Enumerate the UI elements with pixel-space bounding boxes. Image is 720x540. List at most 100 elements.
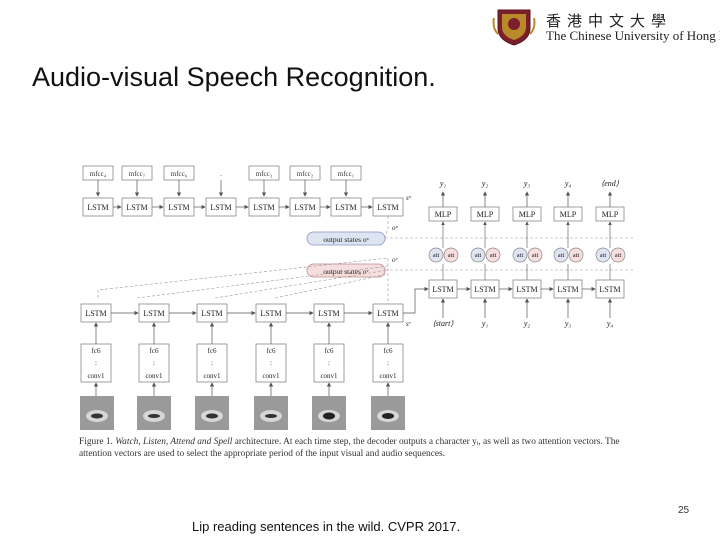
mlp-label: MLP xyxy=(519,210,536,219)
mlp-label: MLP xyxy=(560,210,577,219)
state-sv-label: sᵛ xyxy=(406,320,412,328)
oa-label: oᵃ xyxy=(392,224,399,232)
mfcc-label: mfcc₂ xyxy=(297,170,314,178)
mfcc-label: mfcc₆ xyxy=(171,170,188,178)
decoder-mlp-row: MLP MLP MLP MLP MLP xyxy=(428,191,625,222)
mfcc-label: mfcc₁ xyxy=(338,170,354,178)
mfcc-box: mfcc₄ xyxy=(82,165,114,181)
lstm-label: LSTM xyxy=(253,203,274,212)
mfcc-box: mfcc₆ xyxy=(163,165,195,181)
mfcc-label: mfcc₇ xyxy=(129,170,146,178)
mfcc-label: mfcc₄ xyxy=(90,170,107,178)
lstm-label: LSTM xyxy=(210,203,231,212)
lstm-label: LSTM xyxy=(474,285,495,294)
caption-label: Figure 1. xyxy=(79,437,113,447)
ov-label: oᵛ xyxy=(392,256,399,264)
lstm-label: LSTM xyxy=(126,203,147,212)
conv-stack-row: fc6:conv1 fc6:conv1 fc6:conv1 fc6:conv1 … xyxy=(80,322,404,383)
conv-fc6-label: fc6 xyxy=(208,347,217,355)
output-y4: y₄ xyxy=(564,179,572,188)
att-label: att xyxy=(490,252,497,259)
citation: Lip reading sentences in the wild. CVPR … xyxy=(192,519,461,534)
lip-frame-image xyxy=(254,396,288,430)
state-sa-label: sᵃ xyxy=(406,194,412,202)
att-label: att xyxy=(532,252,539,259)
lstm-label: LSTM xyxy=(260,309,281,318)
mfcc-ellipsis: . xyxy=(220,170,222,178)
mlp-label: MLP xyxy=(435,210,452,219)
lstm-label: LSTM xyxy=(377,203,398,212)
mfcc-box: mfcc₁ xyxy=(330,165,362,181)
output-y3: y₃ xyxy=(523,179,531,188)
mlp-label: MLP xyxy=(477,210,494,219)
conv-fc6-label: fc6 xyxy=(384,347,393,355)
decoder-inputs: ⟨start⟩ y₁ y₂ y₃ y₄ xyxy=(433,319,614,328)
lstm-label: LSTM xyxy=(201,309,222,318)
video-lstm-row: LSTM LSTM LSTM LSTM LSTM LSTM sᵛ xyxy=(80,286,429,328)
lstm-label: LSTM xyxy=(85,309,106,318)
figure-caption: Figure 1. Watch, Listen, Attend and Spel… xyxy=(79,437,639,460)
conv-fc6-label: fc6 xyxy=(92,347,101,355)
att-label: att xyxy=(573,252,580,259)
lstm-label: LSTM xyxy=(557,285,578,294)
att-label: att xyxy=(448,252,455,259)
conv-fc6-label: fc6 xyxy=(150,347,159,355)
mfcc-box: mfcc₂ xyxy=(289,165,321,181)
conv-dots: : xyxy=(211,359,213,367)
page-number: 25 xyxy=(678,505,690,516)
conv-fc6-label: fc6 xyxy=(267,347,276,355)
decoder-outputs: y₁ y₂ y₃ y₄ ⟨end⟩ xyxy=(439,179,620,188)
lstm-label: LSTM xyxy=(87,203,108,212)
conv-conv1-label: conv1 xyxy=(145,372,163,380)
mlp-label: MLP xyxy=(602,210,619,219)
university-name-chinese: 香港中文大學 xyxy=(546,12,673,30)
lip-frame-image xyxy=(195,396,229,430)
conv-dots: : xyxy=(328,359,330,367)
lip-frame-image xyxy=(137,396,171,430)
mfcc-input-row: mfcc₄ mfcc₇ mfcc₆ . mfcc₃ mfcc₂ mfcc₁ xyxy=(82,165,362,181)
att-label: att xyxy=(475,252,482,259)
audio-lstm-row: LSTM LSTM LSTM LSTM LSTM LSTM LSTM LSTM … xyxy=(82,180,412,217)
architecture-figure: mfcc₄ mfcc₇ mfcc₆ . mfcc₃ mfcc₂ mfcc₁ LS… xyxy=(80,165,635,430)
conv-fc6-label: fc6 xyxy=(325,347,334,355)
lstm-label: LSTM xyxy=(294,203,315,212)
lstm-label: LSTM xyxy=(168,203,189,212)
mfcc-box: mfcc₃ xyxy=(248,165,280,181)
conv-dots: : xyxy=(153,359,155,367)
lstm-label: LSTM xyxy=(143,309,164,318)
mfcc-box: mfcc₇ xyxy=(121,165,153,181)
caption-method-name: Watch, Listen, Attend and Spell xyxy=(115,437,233,447)
att-label: att xyxy=(615,252,622,259)
lstm-label: LSTM xyxy=(377,309,398,318)
output-y2: y₂ xyxy=(481,179,489,188)
conv-dots: : xyxy=(387,359,389,367)
output-end: ⟨end⟩ xyxy=(601,179,620,188)
input-y3: y₃ xyxy=(564,319,572,328)
att-label: att xyxy=(517,252,524,259)
lip-frames-row xyxy=(80,382,405,430)
lstm-label: LSTM xyxy=(318,309,339,318)
input-y4: y₄ xyxy=(606,319,614,328)
conv-conv1-label: conv1 xyxy=(320,372,338,380)
input-y2: y₂ xyxy=(523,319,531,328)
input-y1: y₁ xyxy=(481,319,489,328)
lip-frame-image xyxy=(371,396,405,430)
att-label: att xyxy=(433,252,440,259)
input-start: ⟨start⟩ xyxy=(433,319,455,328)
att-label: att xyxy=(600,252,607,259)
slide-title: Audio-visual Speech Recognition. xyxy=(32,62,436,92)
lstm-label: LSTM xyxy=(516,285,537,294)
conv-conv1-label: conv1 xyxy=(203,372,221,380)
conv-dots: : xyxy=(270,359,272,367)
university-name-english: The Chinese University of Hong Kong xyxy=(546,28,720,43)
conv-conv1-label: conv1 xyxy=(379,372,397,380)
lstm-label: LSTM xyxy=(599,285,620,294)
decoder-lstm-row: LSTM LSTM LSTM LSTM LSTM xyxy=(428,279,625,318)
cuhk-crest-icon xyxy=(492,9,536,46)
lstm-label: LSTM xyxy=(335,203,356,212)
output-states-video: output states oᵛ xyxy=(306,263,386,278)
caption-text: architecture. At each time step, the dec… xyxy=(79,437,620,459)
output-y1: y₁ xyxy=(439,179,447,188)
conv-conv1-label: conv1 xyxy=(87,372,105,380)
